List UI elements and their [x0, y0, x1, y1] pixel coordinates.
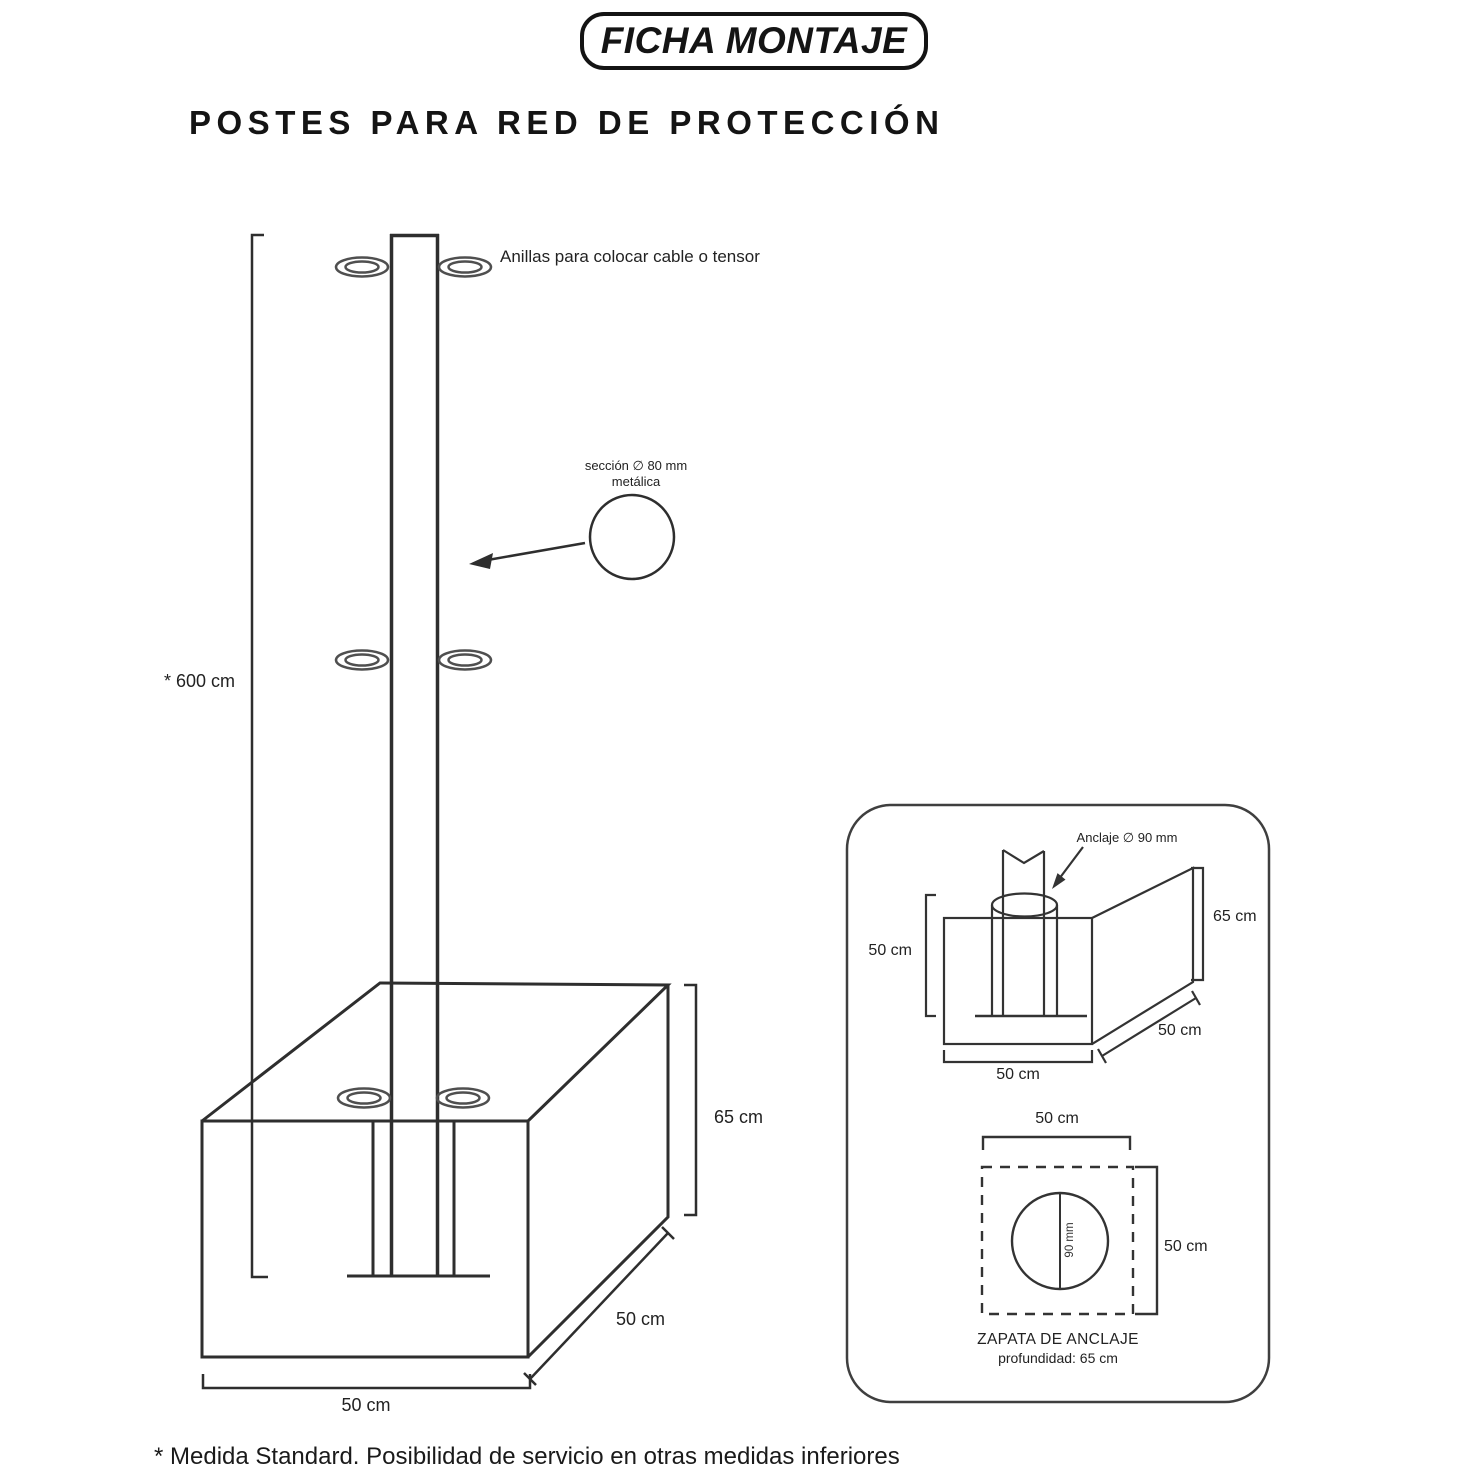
post-outline [389, 233, 440, 1276]
anchor-panel-border [845, 803, 1271, 1404]
post-height-bracket [250, 233, 268, 1279]
panel-depth-dim: 50 cm [1158, 1022, 1202, 1039]
buried-anchor [347, 1122, 490, 1278]
anilla-rings [334, 256, 493, 1109]
footing-block [200, 981, 672, 1359]
page-title: POSTES PARA RED DE PROTECCIÓN [189, 104, 945, 141]
zapata-caption: ZAPATA DE ANCLAJE [977, 1331, 1139, 1348]
topview-circle-dim: 90 mm [1064, 1222, 1076, 1258]
topview-right-dim: 50 cm [1164, 1238, 1208, 1255]
panel-left-dim: 50 cm [868, 942, 912, 959]
section-label-line2: metálica [611, 474, 661, 489]
panel-right-dim: 65 cm [1213, 908, 1257, 925]
anchor-3d-detail [942, 849, 1195, 1046]
block-width-bracket [201, 1374, 532, 1390]
section-label-line1: sección ∅ 80 mm [584, 458, 688, 473]
sheet-title: FICHA MONTAJE [600, 20, 908, 61]
anchor-3d-dimension-brackets [924, 866, 1205, 1064]
anillas-label: Anillas para colocar cable o tensor [500, 247, 760, 266]
block-depth-bracket [523, 1226, 675, 1386]
anclaje-label: Anclaje ∅ 90 mm [1076, 830, 1178, 845]
panel-width-dim: 50 cm [996, 1066, 1040, 1083]
footnote: * Medida Standard. Posibilidad de servic… [154, 1443, 900, 1470]
anclaje-arrow [1052, 846, 1084, 889]
block-width-dim: 50 cm [341, 1395, 391, 1415]
section-label: sección ∅ 80 mm metálica [585, 458, 687, 490]
block-depth-dim: 50 cm [616, 1309, 666, 1329]
zapata-depth-caption: profundidad: 65 cm [998, 1350, 1118, 1366]
section-arrow [469, 541, 586, 569]
topview-top-dim: 50 cm [1035, 1110, 1079, 1127]
zapata-top-view [980, 1135, 1159, 1316]
block-height-bracket [684, 983, 698, 1217]
post-height-dim: * 600 cm [164, 671, 236, 691]
section-circle [588, 493, 676, 581]
sheet-title-box: FICHA MONTAJE [580, 12, 928, 70]
block-height-dim: 65 cm [714, 1107, 764, 1127]
